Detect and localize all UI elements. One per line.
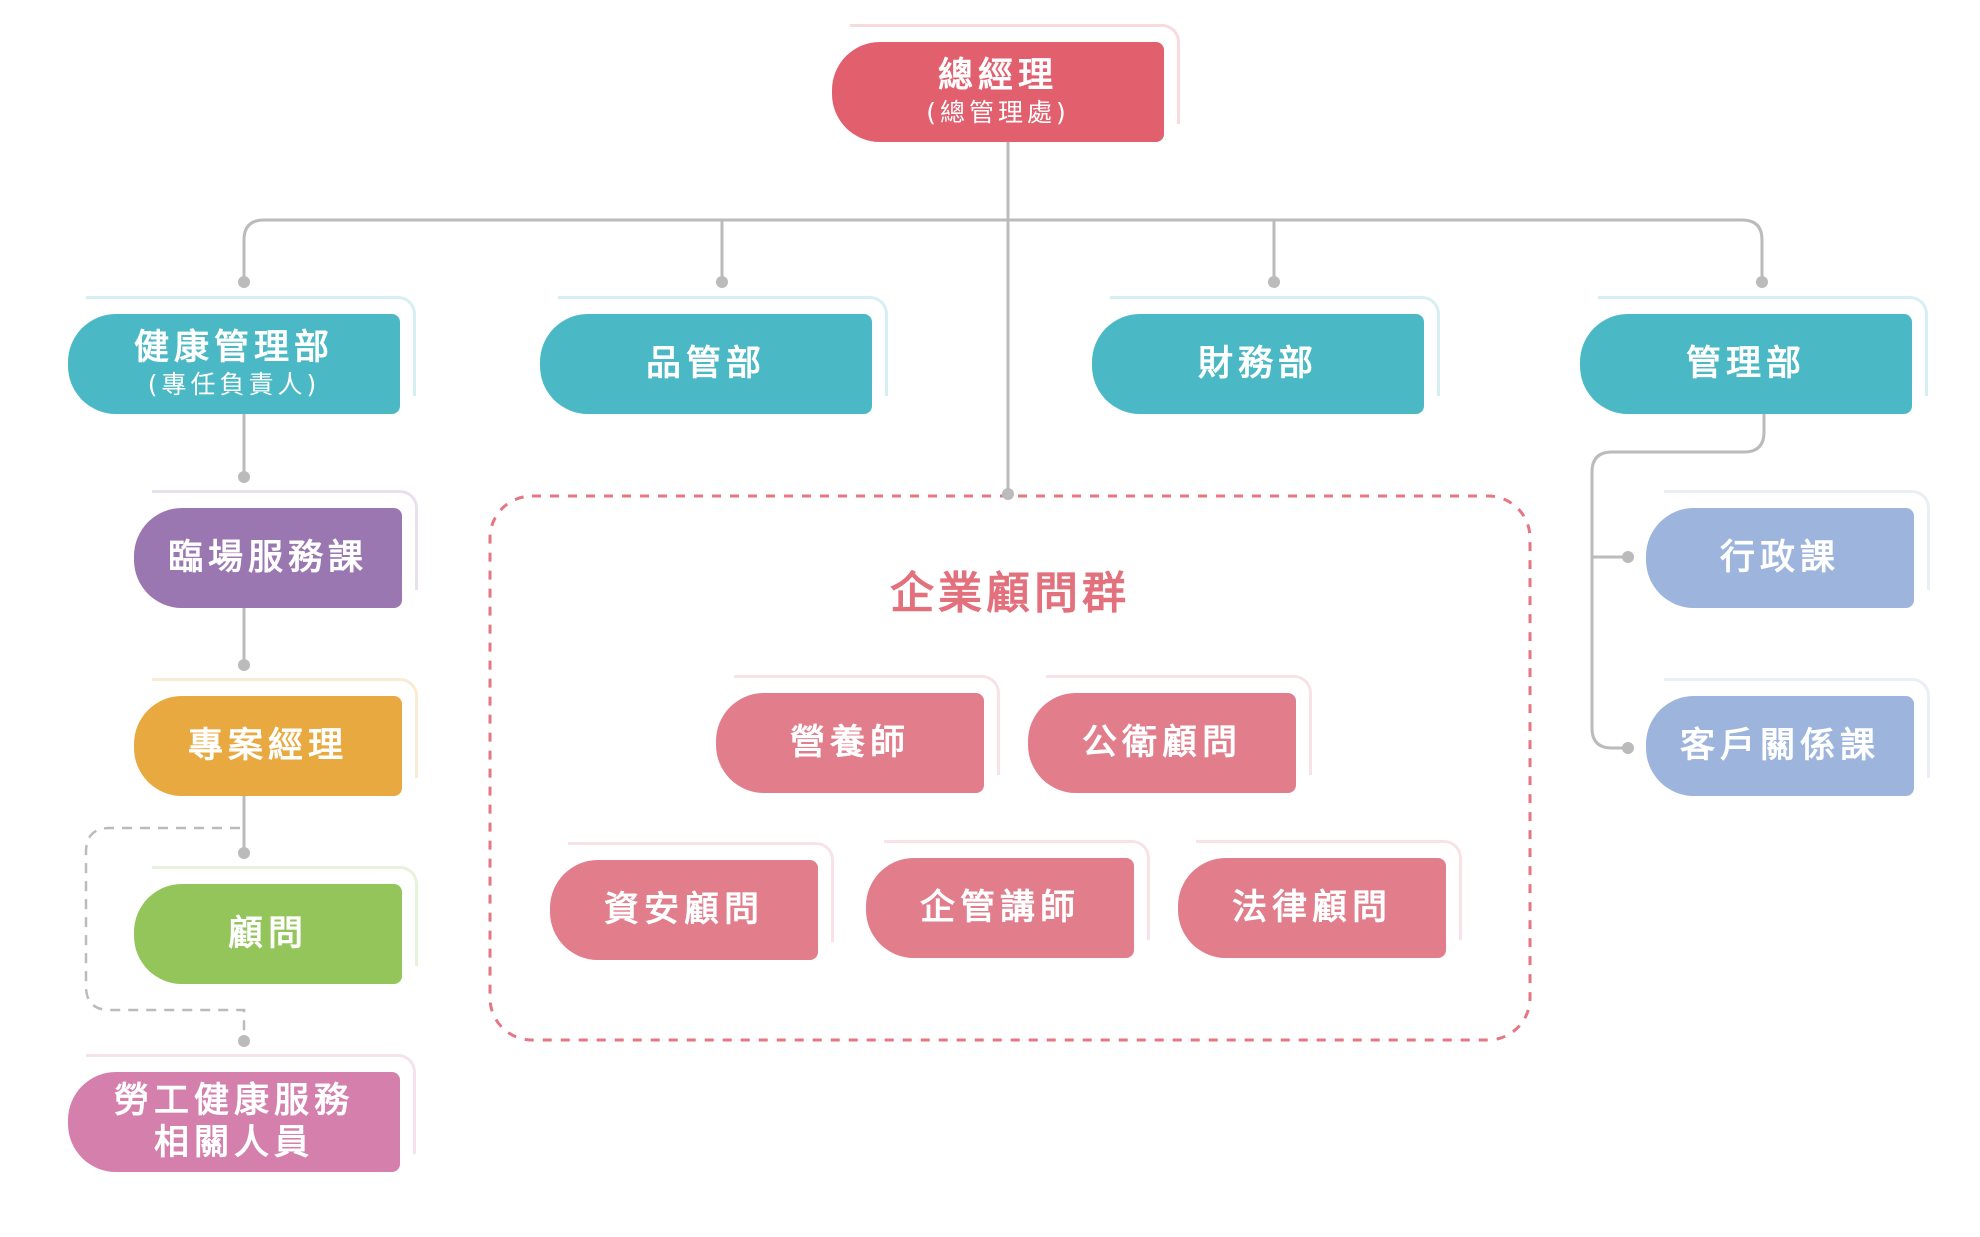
dot-health [238, 276, 250, 288]
labor-health-staff: 勞工健康服務 相關人員 [68, 1054, 416, 1172]
admin-section-label: 行政課 [1719, 538, 1840, 578]
project-manager-label: 專案經理 [187, 726, 348, 766]
dot-management [1756, 276, 1768, 288]
customer-relations-label: 客戶關係課 [1679, 726, 1880, 766]
dept-management: 管理部 [1580, 296, 1928, 414]
dot-finance [1268, 276, 1280, 288]
advisor-legal-label: 法律顧問 [1231, 888, 1392, 928]
dept-health: 健康管理部 (專任負責人) [68, 296, 416, 414]
admin-section: 行政課 [1646, 490, 1930, 608]
dept-finance-title: 財務部 [1197, 344, 1318, 384]
labor-health-line2: 相關人員 [153, 1123, 314, 1163]
dot-clinic [238, 471, 250, 483]
advisor-management-lecturer: 企管講師 [866, 840, 1150, 958]
dot-labor [238, 1035, 250, 1047]
dept-quality: 品管部 [540, 296, 888, 414]
dept-health-title: 健康管理部 [133, 328, 334, 368]
dot-quality [716, 276, 728, 288]
advisor-info-security: 資安顧問 [550, 842, 834, 960]
advisor-nutritionist-label: 營養師 [789, 723, 910, 763]
dot-pm [238, 659, 250, 671]
advisor-public-health: 公衛顧問 [1028, 675, 1312, 793]
advisor-public-health-label: 公衛顧問 [1081, 723, 1242, 763]
project-manager: 專案經理 [134, 678, 418, 796]
consultant: 顧問 [134, 866, 418, 984]
department-bus-line [242, 218, 1764, 281]
advisory-group-title: 企業顧問群 [890, 568, 1130, 619]
advisor-legal: 法律顧問 [1178, 840, 1462, 958]
ceo-title: 總經理 [937, 56, 1058, 96]
dot-advisory-group [1002, 488, 1014, 500]
dot-consultant [238, 847, 250, 859]
dept-quality-title: 品管部 [645, 344, 766, 384]
advisor-info-security-label: 資安顧問 [603, 890, 764, 930]
ceo-node: 總經理 (總管理處) [832, 24, 1180, 142]
dept-finance: 財務部 [1092, 296, 1440, 414]
management-branch-line [1590, 414, 1766, 750]
advisor-nutritionist: 營養師 [716, 675, 1000, 793]
advisor-management-lecturer-label: 企管講師 [919, 888, 1080, 928]
customer-relations-section: 客戶關係課 [1646, 678, 1930, 796]
clinic-service-section: 臨場服務課 [134, 490, 418, 608]
clinic-service-label: 臨場服務課 [167, 538, 368, 578]
dept-management-title: 管理部 [1685, 344, 1806, 384]
dot-admin [1622, 551, 1634, 563]
ceo-subtitle: (總管理處) [926, 98, 1070, 127]
consultant-label: 顧問 [227, 914, 308, 954]
dot-customer [1622, 742, 1634, 754]
labor-health-line1: 勞工健康服務 [113, 1081, 354, 1121]
dept-health-subtitle: (專任負責人) [147, 370, 321, 399]
